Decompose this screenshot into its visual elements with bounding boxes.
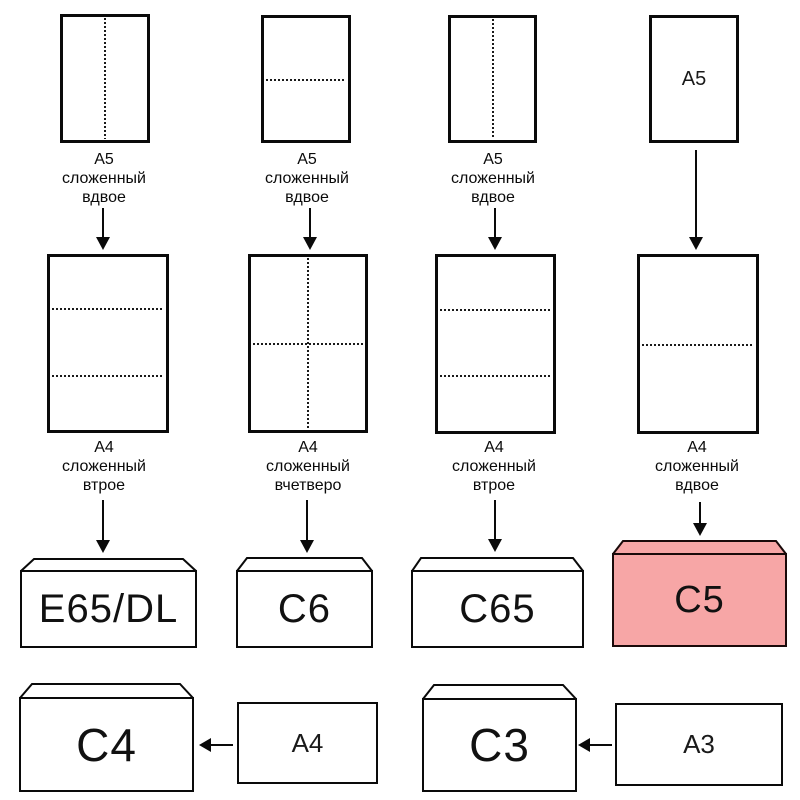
a4-caption-2: A4 сложенный вчетверо: [228, 438, 388, 495]
arrowhead-down-icon: [488, 539, 502, 552]
a3-source-label: A3: [683, 729, 715, 759]
arrow-left-a3-to-c3: [578, 737, 612, 753]
caption-line: сложенный: [265, 170, 349, 187]
fold-line-horizontal-1: [52, 308, 164, 310]
caption-line: A4: [687, 439, 707, 456]
fold-line-vertical: [104, 18, 106, 139]
envelope-label: E65/DL: [38, 586, 179, 631]
a4-sheet-3: [435, 254, 556, 434]
fold-line-horizontal: [253, 343, 363, 345]
envelope-e65dl: E65/DL: [20, 558, 197, 648]
envelope-label: C5: [674, 578, 725, 621]
caption-line: A5: [94, 151, 114, 168]
envelope-label: C3: [469, 719, 530, 771]
arrowhead-down-icon: [693, 523, 707, 536]
a5-sheet-1: [60, 14, 150, 143]
arrow-down-a5-to-a4-3: [487, 208, 503, 250]
caption-line: A5: [483, 151, 503, 168]
arrow-left-a4-to-c4: [199, 737, 233, 753]
caption-line: A5: [297, 151, 317, 168]
caption-line: A4: [484, 439, 504, 456]
a5-sheet-4: A5: [649, 15, 739, 143]
envelope-shape: [19, 683, 194, 792]
arrowhead-down-icon: [96, 237, 110, 250]
a5-caption-1: A5 сложенный вдвое: [24, 150, 184, 207]
fold-line-vertical: [491, 19, 494, 139]
a4-source-label: A4: [291, 727, 324, 758]
arrowhead-down-icon: [96, 540, 110, 553]
a4-sheet-1: [47, 254, 169, 433]
caption-line: сложенный: [451, 170, 535, 187]
caption-line: вдвое: [82, 189, 126, 206]
caption-line: вдвое: [675, 477, 719, 494]
a4-caption-4: A4 сложенный вдвое: [617, 438, 777, 495]
envelope-label: C4: [76, 718, 137, 771]
arrow-down-a5-to-a4-4: [688, 150, 704, 250]
envelope-c3: C3: [422, 684, 577, 792]
arrow-down-a4-to-envelope-4: [692, 502, 708, 536]
caption-line: A4: [298, 439, 318, 456]
envelope-label: C6: [277, 586, 332, 631]
caption-line: сложенный: [62, 458, 146, 475]
a5-caption-2: A5 сложенный вдвое: [227, 150, 387, 207]
arrow-down-a4-to-envelope-1: [95, 500, 111, 553]
caption-line: втрое: [82, 477, 126, 494]
a4-sheet-4: [637, 254, 759, 434]
a5-sheet-2: [261, 15, 351, 143]
caption-line: втрое: [472, 477, 516, 494]
envelope-c6: C6: [236, 557, 373, 648]
caption-line: сложенный: [62, 170, 146, 187]
envelope-shape: [612, 540, 787, 647]
arrowhead-left-icon: [199, 738, 211, 752]
caption-line: сложенный: [655, 458, 739, 475]
a4-source-sheet: A4: [237, 702, 378, 784]
a4-sheet-2: [248, 254, 368, 433]
envelope-label: C65: [459, 586, 536, 631]
arrow-down-a4-to-envelope-2: [299, 500, 315, 553]
arrow-down-a5-to-a4-2: [302, 208, 318, 250]
arrowhead-down-icon: [689, 237, 703, 250]
fold-line-horizontal-2: [440, 375, 551, 377]
envelope-c5-highlighted: C5: [612, 540, 787, 647]
a5-caption-3: A5 сложенный вдвое: [413, 150, 573, 207]
envelope-shape: [411, 557, 584, 648]
arrow-down-a5-to-a4-1: [95, 208, 111, 250]
envelope-shape: [422, 684, 577, 792]
arrow-down-a4-to-envelope-3: [487, 500, 503, 552]
a3-source-sheet: A3: [615, 703, 783, 786]
caption-line: сложенный: [452, 458, 536, 475]
caption-line: вдвое: [285, 189, 329, 206]
envelope-shape: [20, 558, 197, 648]
caption-line: A4: [94, 439, 114, 456]
fold-line-horizontal: [266, 79, 346, 81]
caption-line: вчетверо: [274, 477, 342, 494]
fold-line-horizontal-2: [52, 375, 164, 377]
arrowhead-down-icon: [488, 237, 502, 250]
arrowhead-left-icon: [578, 738, 590, 752]
envelope-c65: C65: [411, 557, 584, 648]
a4-caption-3: A4 сложенный втрое: [414, 438, 574, 495]
fold-line-horizontal-1: [440, 309, 551, 311]
arrowhead-down-icon: [300, 540, 314, 553]
fold-line-horizontal: [642, 344, 754, 346]
caption-line: вдвое: [471, 189, 515, 206]
caption-line: сложенный: [266, 458, 350, 475]
arrowhead-down-icon: [303, 237, 317, 250]
envelope-c4: C4: [19, 683, 194, 792]
envelope-shape: [236, 557, 373, 648]
a5-sheet-3: [448, 15, 537, 143]
a5-sheet-inner-label: A5: [681, 67, 707, 90]
a4-caption-1: A4 сложенный втрое: [24, 438, 184, 495]
